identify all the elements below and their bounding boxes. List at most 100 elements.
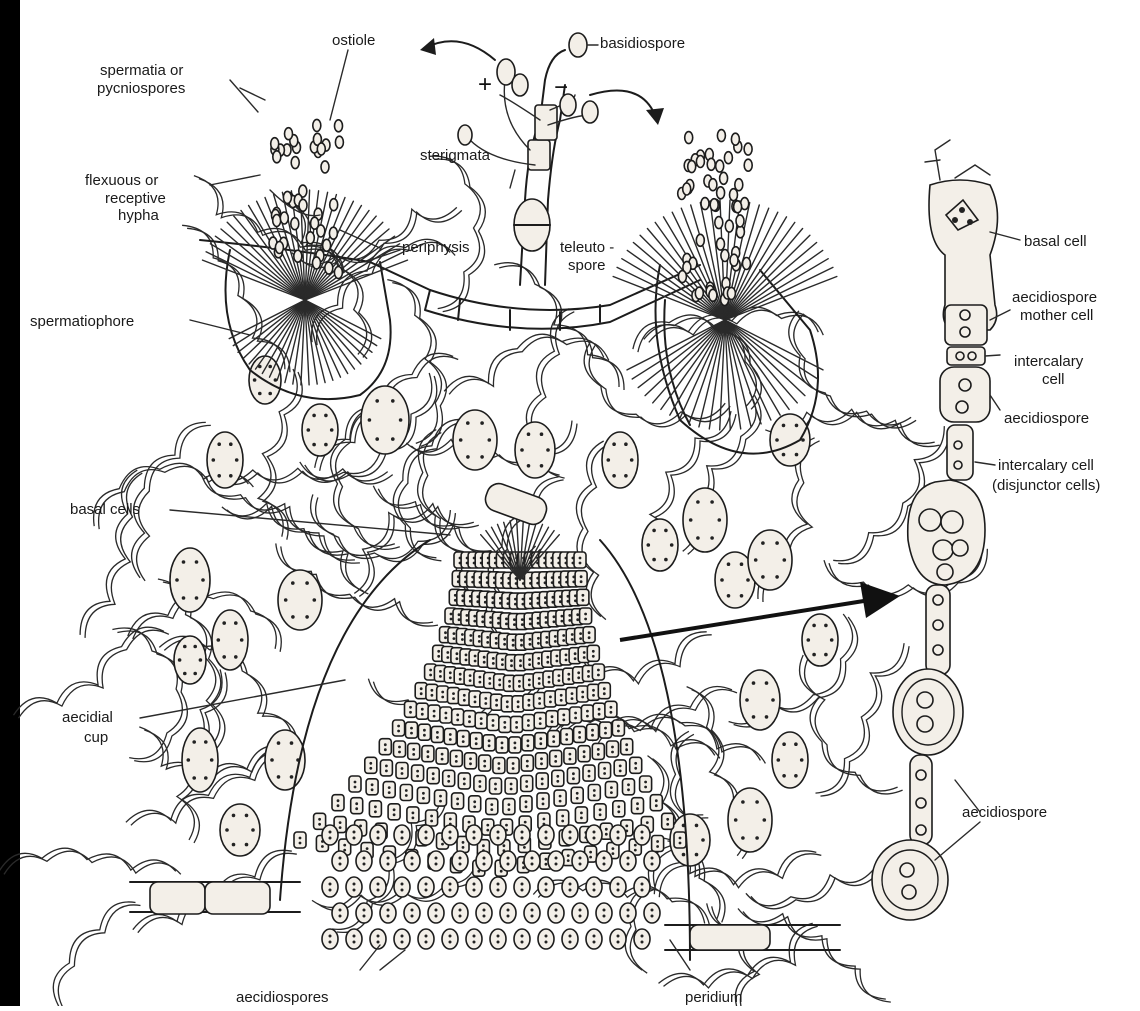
- aecidiospore-chain-nucleus: [517, 700, 520, 703]
- released-aecidiospore-nucleus: [545, 889, 548, 892]
- host-cell-nucleus: [754, 558, 758, 562]
- host-cell-nucleus: [624, 474, 628, 478]
- released-aecidiospore-nucleus: [555, 915, 558, 918]
- host-cell-nucleus: [277, 775, 281, 779]
- spermatium: [696, 156, 704, 168]
- aecidiospore-chain-cell: [435, 790, 447, 806]
- enlargement-arrow: [620, 582, 900, 640]
- spermatium: [317, 225, 325, 237]
- aecidiospore-chain-nucleus: [337, 804, 340, 807]
- aecidiospore-chain-cell: [499, 716, 511, 732]
- host-cell-nucleus: [312, 414, 316, 418]
- released-aecidiospore: [370, 877, 386, 897]
- spermatium: [323, 239, 331, 251]
- aecidiospore-chain-nucleus: [515, 721, 518, 724]
- host-cell-nucleus: [775, 575, 779, 579]
- aecidiospore-chain-nucleus: [478, 640, 481, 643]
- released-aecidiospore-nucleus: [569, 941, 572, 944]
- released-aecidiospore-nucleus: [603, 915, 606, 918]
- released-aecidiospore-nucleus: [617, 889, 620, 892]
- released-aecidiospore-nucleus: [377, 883, 380, 886]
- released-aecidiospore-nucleus: [387, 863, 390, 866]
- released-aecidiospore: [428, 903, 444, 923]
- aecidiospore-chain-nucleus: [582, 594, 585, 597]
- host-cell-nucleus: [664, 558, 668, 562]
- aecidiospore-chain-cell: [592, 743, 604, 759]
- aecidiospore-chain-nucleus: [610, 711, 613, 714]
- aecidiospore-chain-nucleus: [462, 735, 465, 738]
- aecidiospore-chain-nucleus: [521, 618, 524, 621]
- aecidiospore-chain-nucleus: [553, 620, 556, 623]
- aecidiospore-chain-nucleus: [646, 821, 649, 824]
- released-aecidiospore-nucleus: [339, 909, 342, 912]
- released-aecidiospore: [418, 825, 434, 845]
- aecidiospore-chain-nucleus: [474, 660, 477, 663]
- aecidiospore-chain-nucleus: [436, 736, 439, 739]
- host-cell-nucleus: [182, 596, 186, 600]
- aecidiospore-chain-nucleus: [565, 654, 568, 657]
- released-aecidiospore-nucleus: [603, 863, 606, 866]
- released-aecidiospore-nucleus: [651, 863, 654, 866]
- aecidiospore-chain-nucleus: [549, 696, 552, 699]
- aecidiospore-chain-nucleus: [483, 765, 486, 768]
- aecidiospore-chain-nucleus: [488, 677, 491, 680]
- released-aecidiospore-nucleus: [593, 831, 596, 834]
- aecidiospore-chain-cell: [379, 739, 391, 755]
- aecidiospore-chain-cell: [557, 810, 569, 826]
- aecidiospore-chain-nucleus: [610, 786, 613, 789]
- aecidiospore-chain-nucleus: [597, 748, 600, 751]
- aecidiospore-chain-nucleus: [481, 615, 484, 618]
- released-aecidiospore-nucleus: [531, 915, 534, 918]
- released-aecidiospore-nucleus: [521, 941, 524, 944]
- label-ostiole: ostiole: [332, 32, 375, 49]
- label-aecidial-2: cup: [84, 729, 108, 746]
- spermatium: [321, 161, 329, 173]
- aecidiospore-chain-nucleus: [405, 794, 408, 797]
- released-aecidiospore: [500, 851, 516, 871]
- aecidiospore-chain-nucleus: [619, 770, 622, 773]
- released-aecidiospore: [620, 851, 636, 871]
- released-aecidiospore-nucleus: [651, 909, 654, 912]
- released-aecidiospore-nucleus: [507, 857, 510, 860]
- aecidiospore-chain-nucleus: [542, 803, 545, 806]
- aecidiospore-chain-nucleus: [486, 636, 489, 639]
- host-cell-nucleus: [229, 442, 233, 446]
- aecidiospore-chain-nucleus: [374, 805, 377, 808]
- released-aecidiospore: [332, 903, 348, 923]
- released-aecidiospore: [346, 877, 362, 897]
- aecidiospore-chain-nucleus: [469, 674, 472, 677]
- released-aecidiospore-nucleus: [401, 889, 404, 892]
- released-aecidiospore-nucleus: [579, 857, 582, 860]
- released-aecidiospore-nucleus: [603, 909, 606, 912]
- spermatiophore-hypha: [238, 300, 305, 352]
- released-aecidiospore: [404, 903, 420, 923]
- aecidiospore-chain-nucleus: [571, 692, 574, 695]
- released-aecidiospore-nucleus: [401, 831, 404, 834]
- host-cell-nucleus: [652, 529, 656, 533]
- aecidiospore-chain-cell: [443, 770, 455, 786]
- aecidiospore-chain-nucleus: [385, 765, 388, 768]
- aecidiospore-chain-nucleus: [551, 715, 554, 718]
- aecidiospore-chain-nucleus: [545, 636, 548, 639]
- released-aecidiospore-nucleus: [339, 857, 342, 860]
- released-aecidiospore: [572, 851, 588, 871]
- aecidiospore-chain-nucleus: [634, 844, 637, 847]
- aecidiospore-chain-nucleus: [486, 829, 489, 832]
- aecidiospore-chain-nucleus: [581, 691, 584, 694]
- host-cell-nucleus: [612, 474, 616, 478]
- aecidiospore-chain-nucleus: [627, 788, 630, 791]
- released-aecidiospore-nucleus: [483, 915, 486, 918]
- spermatium: [730, 254, 738, 266]
- hypha-strand: [36, 902, 135, 1006]
- aecidiospore-chain-nucleus: [560, 699, 563, 702]
- host-cell-nucleus: [307, 428, 311, 432]
- aecidiospore-chain-nucleus: [545, 621, 548, 624]
- host-cell-nucleus: [210, 758, 214, 762]
- aecidiospore-chain-nucleus: [431, 694, 434, 697]
- aecidiospore-chain-nucleus: [529, 638, 532, 641]
- aecidiospore-chain-detail: [872, 140, 998, 920]
- released-aecidiospore-nucleus: [411, 915, 414, 918]
- spermatium: [271, 138, 279, 150]
- released-aecidiospore-nucleus: [329, 831, 332, 834]
